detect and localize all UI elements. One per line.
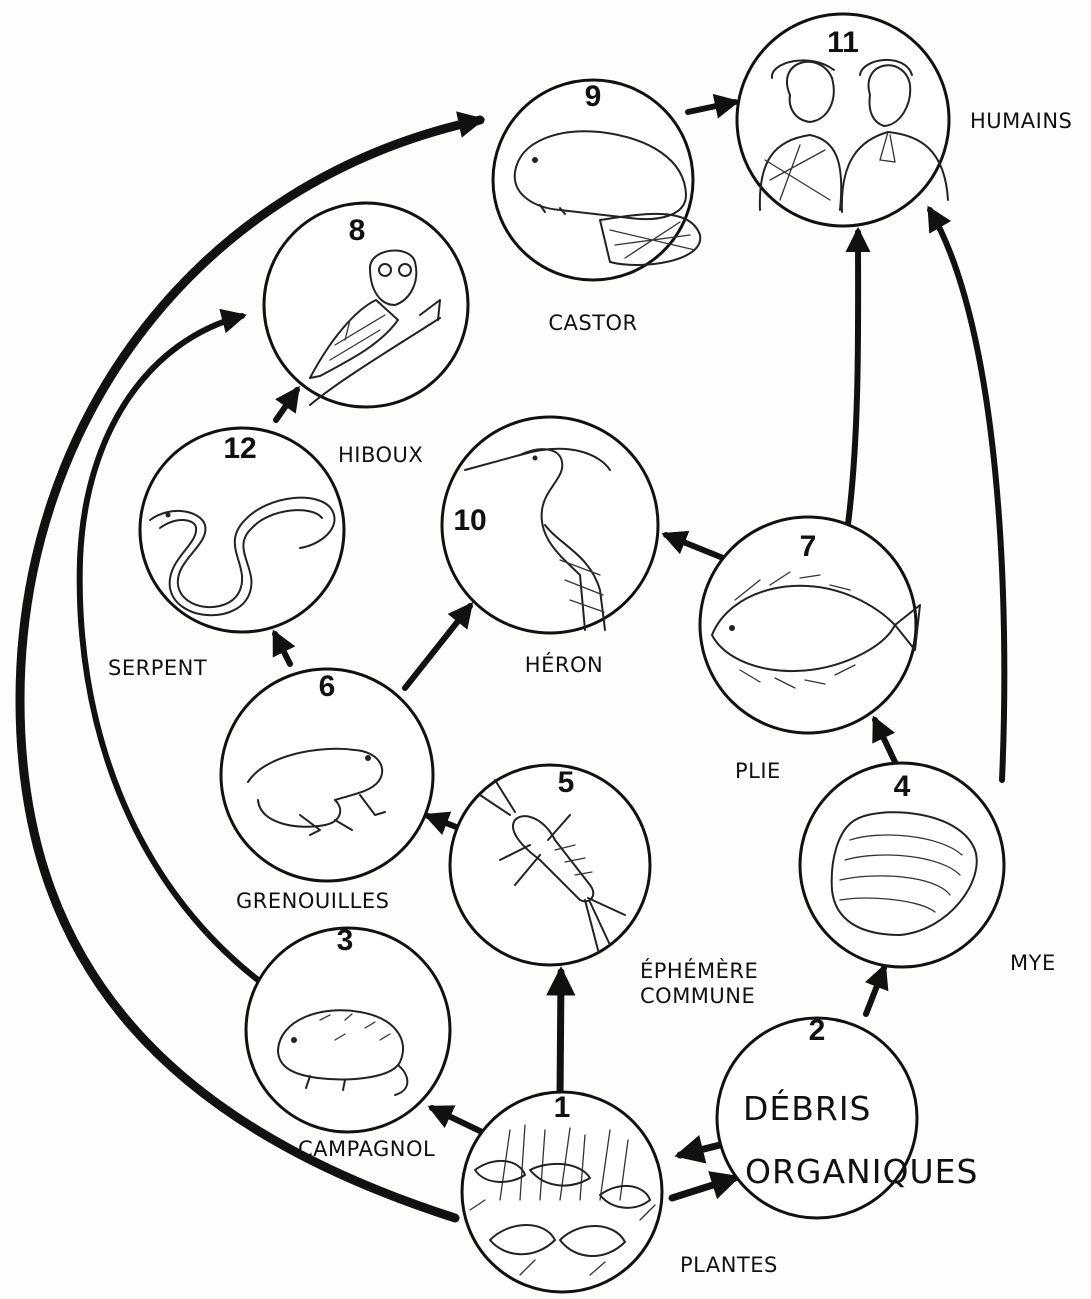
node-vole: 3 CAMPAGNOL: [246, 924, 450, 1161]
node-label: CAMPAGNOL: [298, 1137, 435, 1161]
node-number: 8: [349, 214, 366, 247]
node-label-line2: ORGANIQUES: [745, 1152, 978, 1191]
node-number: 7: [800, 530, 817, 563]
node-frog: 6 GRENOUILLES: [221, 669, 433, 913]
node-number: 10: [453, 504, 486, 537]
edge-snake-owl: [276, 390, 297, 420]
node-number: 11: [827, 26, 859, 59]
node-owl: 8 HIBOUX: [264, 203, 468, 467]
edge-vole-owl: [80, 316, 258, 980]
edge-clam-flounder: [875, 720, 895, 762]
node-number: 5: [558, 766, 575, 799]
node-label-line1: ÉPHÉMÈRE: [640, 958, 758, 983]
node-number: 6: [319, 670, 336, 703]
node-label: CASTOR: [548, 311, 637, 335]
node-label: PLIE: [735, 759, 781, 783]
node-organic-debris: 2 DÉBRIS ORGANIQUES: [717, 1014, 978, 1218]
edge-flounder-heron: [666, 535, 728, 560]
edge-flounder-humans: [848, 232, 858, 524]
node-mayfly: 5 ÉPHÉMÈRE COMMUNE: [450, 765, 758, 1008]
node-label-line1: DÉBRIS: [743, 1088, 872, 1128]
node-label: PLANTES: [680, 1253, 778, 1277]
node-number: 2: [809, 1014, 826, 1047]
edge-plants-debris: [672, 1178, 735, 1198]
edge-frog-snake: [275, 634, 290, 664]
node-beaver: 9 CASTOR: [493, 80, 700, 335]
node-heron: 10 HÉRON: [442, 417, 658, 677]
node-number: 3: [337, 924, 354, 957]
node-label: HIBOUX: [338, 443, 423, 467]
edge-frog-heron: [405, 606, 470, 688]
edge-debris-plants: [680, 1145, 720, 1155]
edge-plants-vole: [432, 1108, 482, 1132]
edge-debris-clam: [866, 968, 884, 1014]
edge-plants-mayfly: [560, 972, 561, 1100]
node-label: SERPENT: [108, 656, 207, 680]
node-snake: 12 SERPENT: [108, 428, 344, 680]
node-humans: 11 HUMAINS: [737, 14, 1072, 226]
node-number: 1: [554, 1091, 571, 1124]
node-number: 12: [223, 432, 256, 465]
node-number: 9: [585, 80, 602, 113]
node-label: MYE: [1010, 951, 1056, 975]
edge-beaver-humans: [688, 102, 735, 112]
node-number: 4: [894, 770, 911, 803]
edge-clam-humans: [930, 210, 1004, 780]
node-label: GRENOUILLES: [236, 889, 389, 913]
node-clam: 4 MYE: [800, 763, 1056, 975]
node-label: HUMAINS: [970, 109, 1072, 133]
node-label-line2: COMMUNE: [640, 984, 755, 1008]
node-label: HÉRON: [525, 652, 603, 677]
